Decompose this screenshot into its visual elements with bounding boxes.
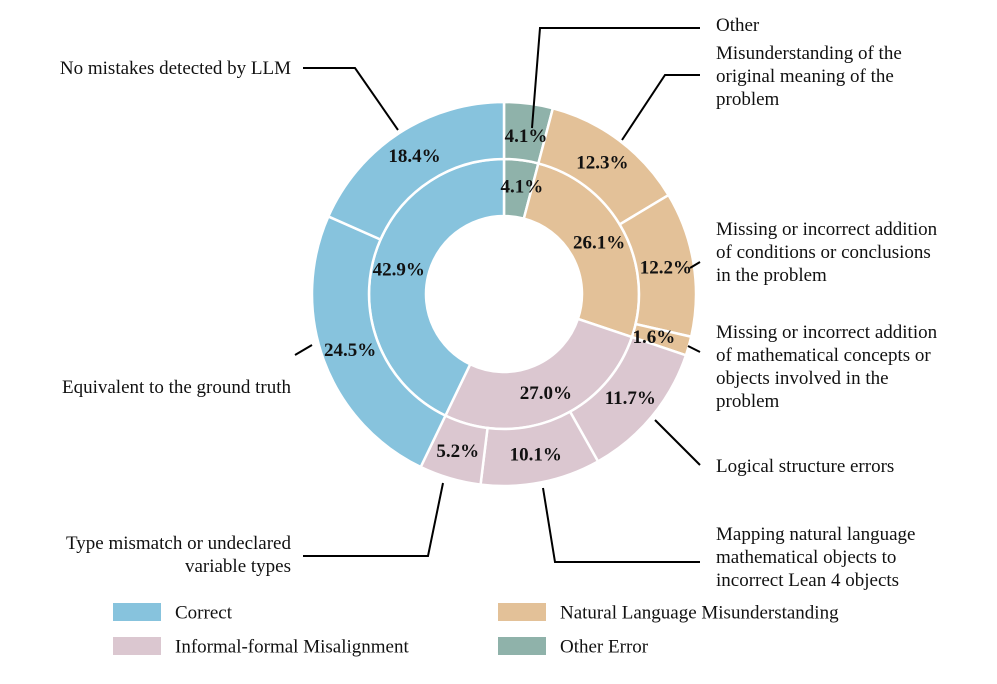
outer-value-label: 24.5% — [324, 340, 376, 361]
annotation-line: Missing or incorrect addition — [716, 322, 938, 343]
inner-value-label: 27.0% — [520, 383, 572, 404]
legend-swatch — [113, 603, 161, 621]
annotation-line: mathematical objects to — [716, 547, 896, 568]
percentage-labels: 4.1% 26.1% 27.0% 42.9% 4.1% 12.3% 12.2% 1.6% 11.… — [324, 126, 692, 466]
donut-rings — [310, 100, 698, 488]
annotation-line: Logical structure errors — [716, 456, 894, 477]
legend-item-other-error: Other Error — [498, 637, 649, 658]
annotation-line: of mathematical concepts or — [716, 345, 931, 366]
legend-label: Other Error — [560, 637, 649, 658]
legend-label: Natural Language Misunderstanding — [560, 603, 839, 624]
leader-line-conditions — [689, 261, 701, 269]
annotation-line: problem — [716, 391, 780, 412]
annotation-logical: Logical structure errors — [716, 456, 894, 477]
annotation-line: objects involved in the — [716, 368, 889, 389]
annotation-line: problem — [716, 89, 780, 110]
outer-value-label: 18.4% — [388, 146, 440, 167]
inner-value-label: 42.9% — [373, 260, 425, 281]
outer-value-label: 10.1% — [510, 444, 562, 465]
legend-label: Correct — [175, 603, 233, 624]
legend: Correct Natural Language Misunderstanding… — [113, 603, 839, 658]
outer-value-label: 12.3% — [576, 152, 628, 173]
annotation-line: in the problem — [716, 265, 827, 286]
leader-line-equivalent — [294, 344, 313, 356]
leader-lines — [294, 27, 701, 563]
outer-value-label: 12.2% — [640, 258, 692, 279]
annotation-line: Missing or incorrect addition — [716, 219, 938, 240]
annotation-equivalent: Equivalent to the ground truth — [62, 377, 292, 398]
outer-slice-no-mistakes-detected-by-llm — [326, 100, 506, 242]
legend-item-informal-formal-misalignment: Informal-formal Misalignment — [113, 637, 409, 658]
leader-line-misunderstanding — [621, 74, 700, 141]
annotation-line: Other — [716, 15, 760, 36]
annotation-line: Misunderstanding of the — [716, 43, 902, 64]
leader-line-logical — [654, 419, 701, 466]
outer-value-label: 5.2% — [436, 441, 479, 462]
legend-swatch — [498, 637, 546, 655]
annotation-line: incorrect Lean 4 objects — [716, 570, 899, 591]
annotation-line: Equivalent to the ground truth — [62, 377, 292, 398]
legend-item-natural-language-misunderstanding: Natural Language Misunderstanding — [498, 603, 839, 624]
outer-value-label: 1.6% — [633, 327, 676, 348]
legend-label: Informal-formal Misalignment — [175, 637, 409, 658]
leader-line-mapping — [542, 487, 700, 563]
legend-swatch — [498, 603, 546, 621]
outer-value-label: 11.7% — [605, 388, 656, 409]
legend-swatch — [113, 637, 161, 655]
annotation-line: No mistakes detected by LLM — [60, 58, 291, 79]
annotation-line: variable types — [185, 556, 291, 577]
legend-item-correct: Correct — [113, 603, 233, 624]
leader-line-nomistakes — [303, 67, 399, 131]
annotation-other: Other — [716, 15, 760, 36]
inner-value-label: 26.1% — [573, 232, 625, 253]
leader-line-type — [303, 482, 444, 557]
annotation-nomistakes: No mistakes detected by LLM — [60, 58, 291, 79]
annotation-line: Mapping natural language — [716, 524, 915, 545]
annotation-line: original meaning of the — [716, 66, 894, 87]
leader-line-other — [531, 27, 700, 129]
outer-value-label: 4.1% — [505, 126, 548, 147]
inner-value-label: 4.1% — [501, 176, 544, 197]
annotation-line: of conditions or conclusions — [716, 242, 931, 263]
leader-line-concepts — [687, 345, 701, 353]
annotation-line: Type mismatch or undeclared — [66, 533, 292, 554]
